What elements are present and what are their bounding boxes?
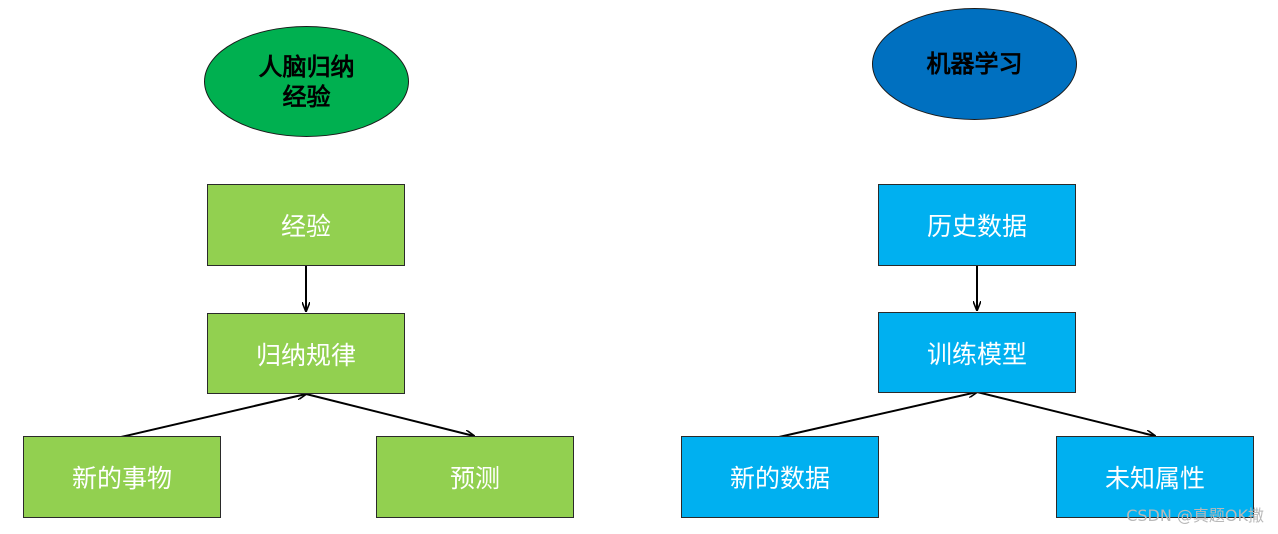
machine-learning-ellipse: 机器学习 xyxy=(872,8,1077,120)
train-model-box: 训练模型 xyxy=(878,312,1076,393)
induce-rules-box: 归纳规律 xyxy=(207,313,405,394)
experience-box: 经验 xyxy=(207,184,405,266)
unknown-attribute-label: 未知属性 xyxy=(1104,464,1205,493)
experience-label: 经验 xyxy=(280,212,331,241)
watermark: CSDN @真题OK撒 xyxy=(1126,506,1264,525)
history-data-label: 历史数据 xyxy=(926,212,1027,241)
new-things-box: 新的事物 xyxy=(23,436,221,518)
arrow-model-to-unknown xyxy=(976,391,1155,436)
new-data-box: 新的数据 xyxy=(681,436,879,518)
predict-label: 预测 xyxy=(449,464,500,493)
line-new-things-to-rules xyxy=(120,394,306,438)
human-induction-ellipse: 人脑归纳 经验 xyxy=(204,26,409,137)
human-induction-title: 人脑归纳 经验 xyxy=(258,52,355,111)
history-data-box: 历史数据 xyxy=(878,184,1076,266)
new-things-label: 新的事物 xyxy=(71,464,172,493)
induce-rules-label: 归纳规律 xyxy=(255,340,356,370)
train-model-label: 训练模型 xyxy=(926,339,1027,369)
predict-box: 预测 xyxy=(376,436,574,518)
line-new-data-to-model xyxy=(778,392,977,438)
unknown-attribute-box: 未知属性 xyxy=(1056,436,1254,518)
new-data-label: 新的数据 xyxy=(729,464,830,493)
arrow-rules-to-predict xyxy=(305,393,474,436)
machine-learning-title: 机器学习 xyxy=(926,50,1023,78)
